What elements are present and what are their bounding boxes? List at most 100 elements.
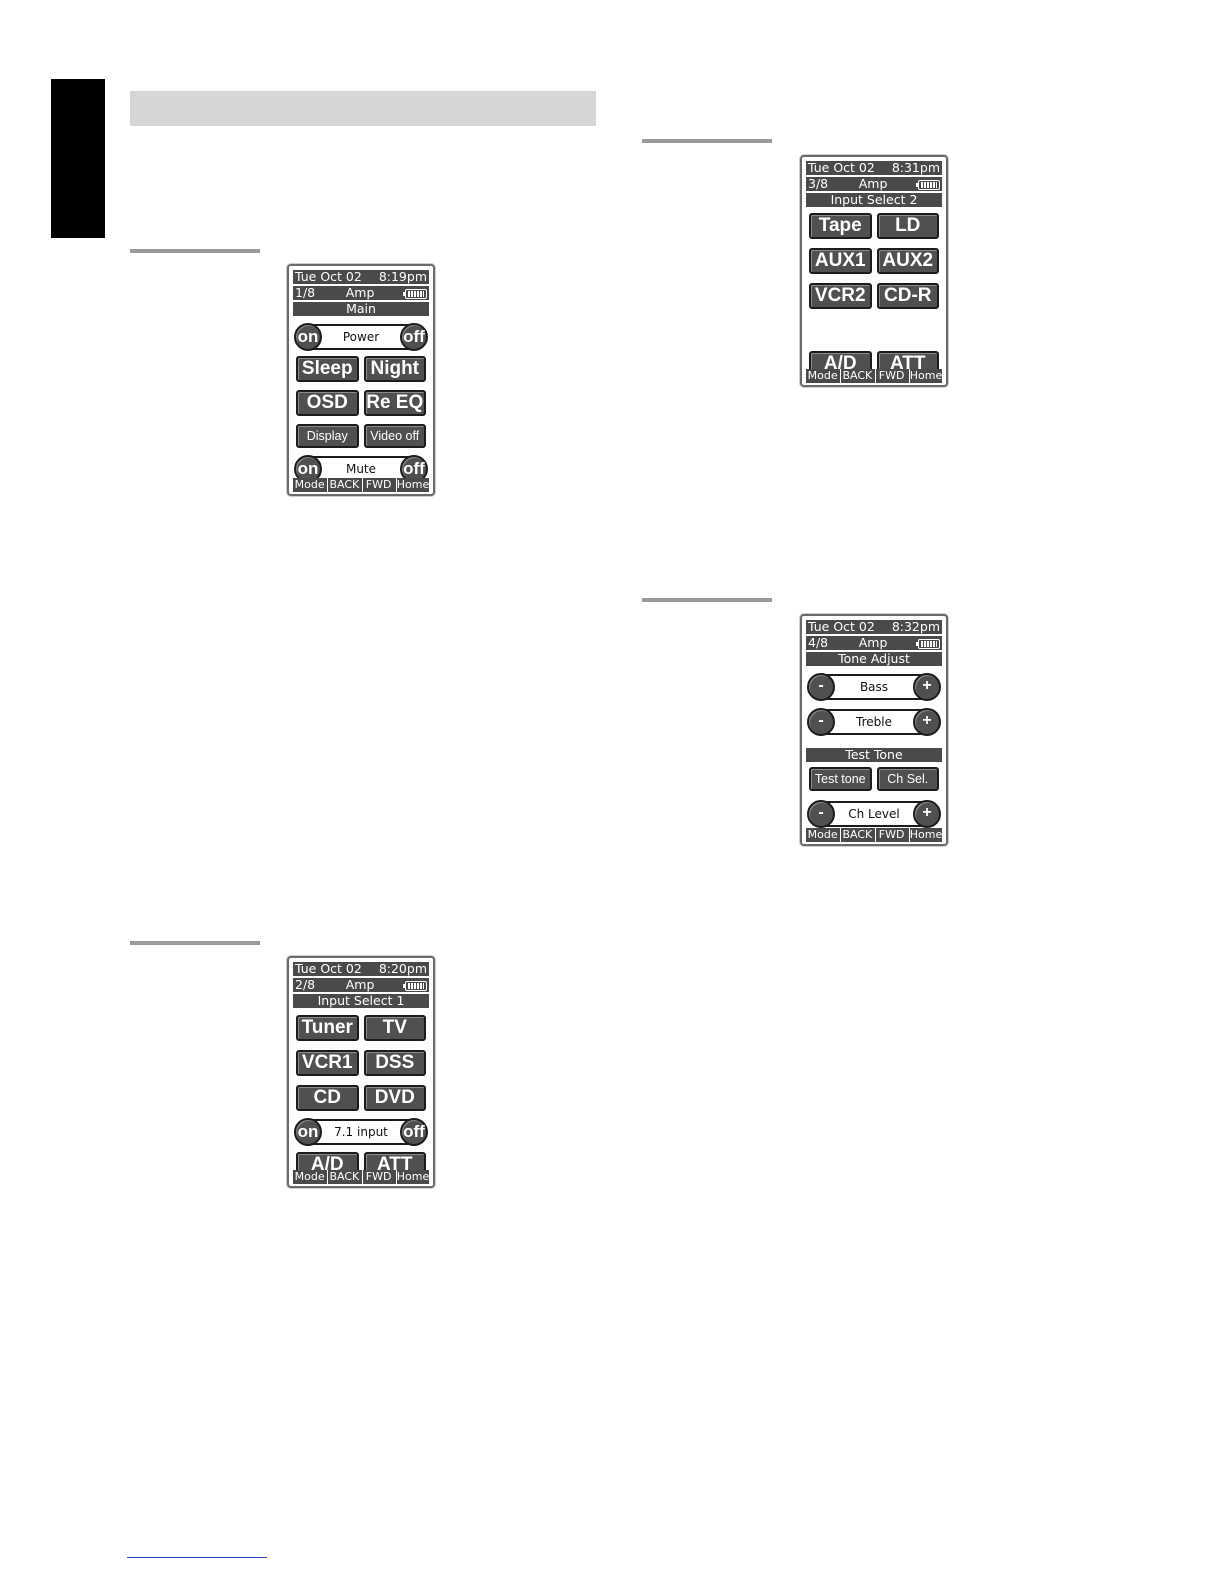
test-tone-heading-text: Test Tone xyxy=(845,747,903,762)
aux1-button[interactable]: AUX1 xyxy=(809,248,872,274)
tape-button[interactable]: Tape xyxy=(809,213,872,239)
date-label: Tue Oct 02 xyxy=(808,160,875,175)
remote-screen-main: Tue Oct 02 8:19pm 1/8 Amp Main on Power … xyxy=(287,264,435,496)
section-rule-1 xyxy=(130,249,260,253)
footer-rule xyxy=(127,1557,267,1558)
section-rule-2 xyxy=(642,139,772,143)
page-indicator: 1/8 xyxy=(295,285,316,300)
nav-fwd[interactable]: FWD xyxy=(874,828,908,842)
treble-minus-button[interactable]: - xyxy=(807,708,835,736)
dss-button[interactable]: DSS xyxy=(363,1050,426,1076)
ch-level-minus-button[interactable]: - xyxy=(807,800,835,828)
nav-mode[interactable]: Mode xyxy=(806,369,840,383)
tuner-button[interactable]: Tuner xyxy=(296,1015,359,1041)
dvd-button[interactable]: DVD xyxy=(363,1085,426,1111)
bass-plus-button[interactable]: + xyxy=(913,673,941,701)
status-bar: Tue Oct 02 8:31pm xyxy=(806,161,942,175)
input-71-label: 7.1 input xyxy=(334,1125,388,1139)
section-title-bar xyxy=(130,91,596,126)
ch-level-plus-button[interactable]: + xyxy=(913,800,941,828)
battery-icon xyxy=(916,180,940,190)
aux2-button[interactable]: AUX2 xyxy=(876,248,939,274)
treble-plus-button[interactable]: + xyxy=(913,708,941,736)
tv-button[interactable]: TV xyxy=(363,1015,426,1041)
input-71-on-button[interactable]: on xyxy=(294,1118,322,1146)
device-bar: 3/8 Amp xyxy=(806,177,942,191)
bass-minus-button[interactable]: - xyxy=(807,673,835,701)
nav-fwd[interactable]: FWD xyxy=(874,369,908,383)
ch-sel-button[interactable]: Ch Sel. xyxy=(876,767,939,791)
battery-icon xyxy=(403,289,427,299)
time-label: 8:19pm xyxy=(378,269,427,284)
sleep-button[interactable]: Sleep xyxy=(296,356,359,382)
input-71-toggle: on 7.1 input off xyxy=(294,1118,428,1146)
video-off-button[interactable]: Video off xyxy=(363,424,426,448)
time-label: 8:31pm xyxy=(891,160,940,175)
nav-back[interactable]: BACK xyxy=(327,478,361,492)
remote-screen-input-select-1: Tue Oct 02 8:20pm 2/8 Amp Input Select 1… xyxy=(287,956,435,1188)
nav-back[interactable]: BACK xyxy=(840,369,874,383)
nav-fwd[interactable]: FWD xyxy=(361,478,395,492)
device-label: Amp xyxy=(858,176,888,191)
mute-label: Mute xyxy=(345,462,377,476)
nav-home[interactable]: Home xyxy=(395,1170,429,1184)
status-bar: Tue Oct 02 8:32pm xyxy=(806,620,942,634)
cd-r-button[interactable]: CD-R xyxy=(876,283,939,309)
screen-title: Input Select 1 xyxy=(293,994,429,1008)
nav-home[interactable]: Home xyxy=(908,369,942,383)
vcr1-button[interactable]: VCR1 xyxy=(296,1050,359,1076)
date-label: Tue Oct 02 xyxy=(808,619,875,634)
device-bar: 4/8 Amp xyxy=(806,636,942,650)
nav-back[interactable]: BACK xyxy=(327,1170,361,1184)
nav-footer: Mode BACK FWD Home xyxy=(806,369,942,383)
screen-title-text: Input Select 2 xyxy=(830,192,918,207)
vcr2-button[interactable]: VCR2 xyxy=(809,283,872,309)
cd-button[interactable]: CD xyxy=(296,1085,359,1111)
power-off-button[interactable]: off xyxy=(400,323,428,351)
nav-home[interactable]: Home xyxy=(908,828,942,842)
page-indicator: 4/8 xyxy=(808,635,829,650)
nav-footer: Mode BACK FWD Home xyxy=(806,828,942,842)
remote-screen-tone-adjust: Tue Oct 02 8:32pm 4/8 Amp Tone Adjust - … xyxy=(800,614,948,846)
screen-title-text: Input Select 1 xyxy=(317,993,405,1008)
section-rule-4 xyxy=(130,941,260,945)
ch-level-label: Ch Level xyxy=(848,807,900,821)
side-tab-marker xyxy=(51,79,105,238)
input-71-off-button[interactable]: off xyxy=(400,1118,428,1146)
nav-mode[interactable]: Mode xyxy=(293,1170,327,1184)
nav-back[interactable]: BACK xyxy=(840,828,874,842)
date-label: Tue Oct 02 xyxy=(295,961,362,976)
re-eq-button[interactable]: Re EQ xyxy=(363,390,426,416)
time-label: 8:32pm xyxy=(891,619,940,634)
bass-control: - Bass + xyxy=(807,673,941,701)
battery-icon xyxy=(403,981,427,991)
status-bar: Tue Oct 02 8:20pm xyxy=(293,962,429,976)
page-indicator: 2/8 xyxy=(295,977,316,992)
nav-footer: Mode BACK FWD Home xyxy=(293,478,429,492)
nav-footer: Mode BACK FWD Home xyxy=(293,1170,429,1184)
power-on-button[interactable]: on xyxy=(294,323,322,351)
device-label: Amp xyxy=(345,977,375,992)
night-button[interactable]: Night xyxy=(363,356,426,382)
time-label: 8:20pm xyxy=(378,961,427,976)
ld-button[interactable]: LD xyxy=(876,213,939,239)
section-rule-3 xyxy=(642,598,772,602)
screen-title-text: Main xyxy=(346,301,376,316)
power-label: Power xyxy=(342,330,380,344)
device-label: Amp xyxy=(345,285,375,300)
nav-mode[interactable]: Mode xyxy=(806,828,840,842)
treble-label: Treble xyxy=(856,715,892,729)
display-button[interactable]: Display xyxy=(296,424,359,448)
page-indicator: 3/8 xyxy=(808,176,829,191)
device-bar: 2/8 Amp xyxy=(293,978,429,992)
power-toggle: on Power off xyxy=(294,323,428,351)
device-bar: 1/8 Amp xyxy=(293,286,429,300)
nav-home[interactable]: Home xyxy=(395,478,429,492)
status-bar: Tue Oct 02 8:19pm xyxy=(293,270,429,284)
test-tone-button[interactable]: Test tone xyxy=(809,767,872,791)
osd-button[interactable]: OSD xyxy=(296,390,359,416)
battery-icon xyxy=(916,639,940,649)
nav-fwd[interactable]: FWD xyxy=(361,1170,395,1184)
nav-mode[interactable]: Mode xyxy=(293,478,327,492)
treble-control: - Treble + xyxy=(807,708,941,736)
